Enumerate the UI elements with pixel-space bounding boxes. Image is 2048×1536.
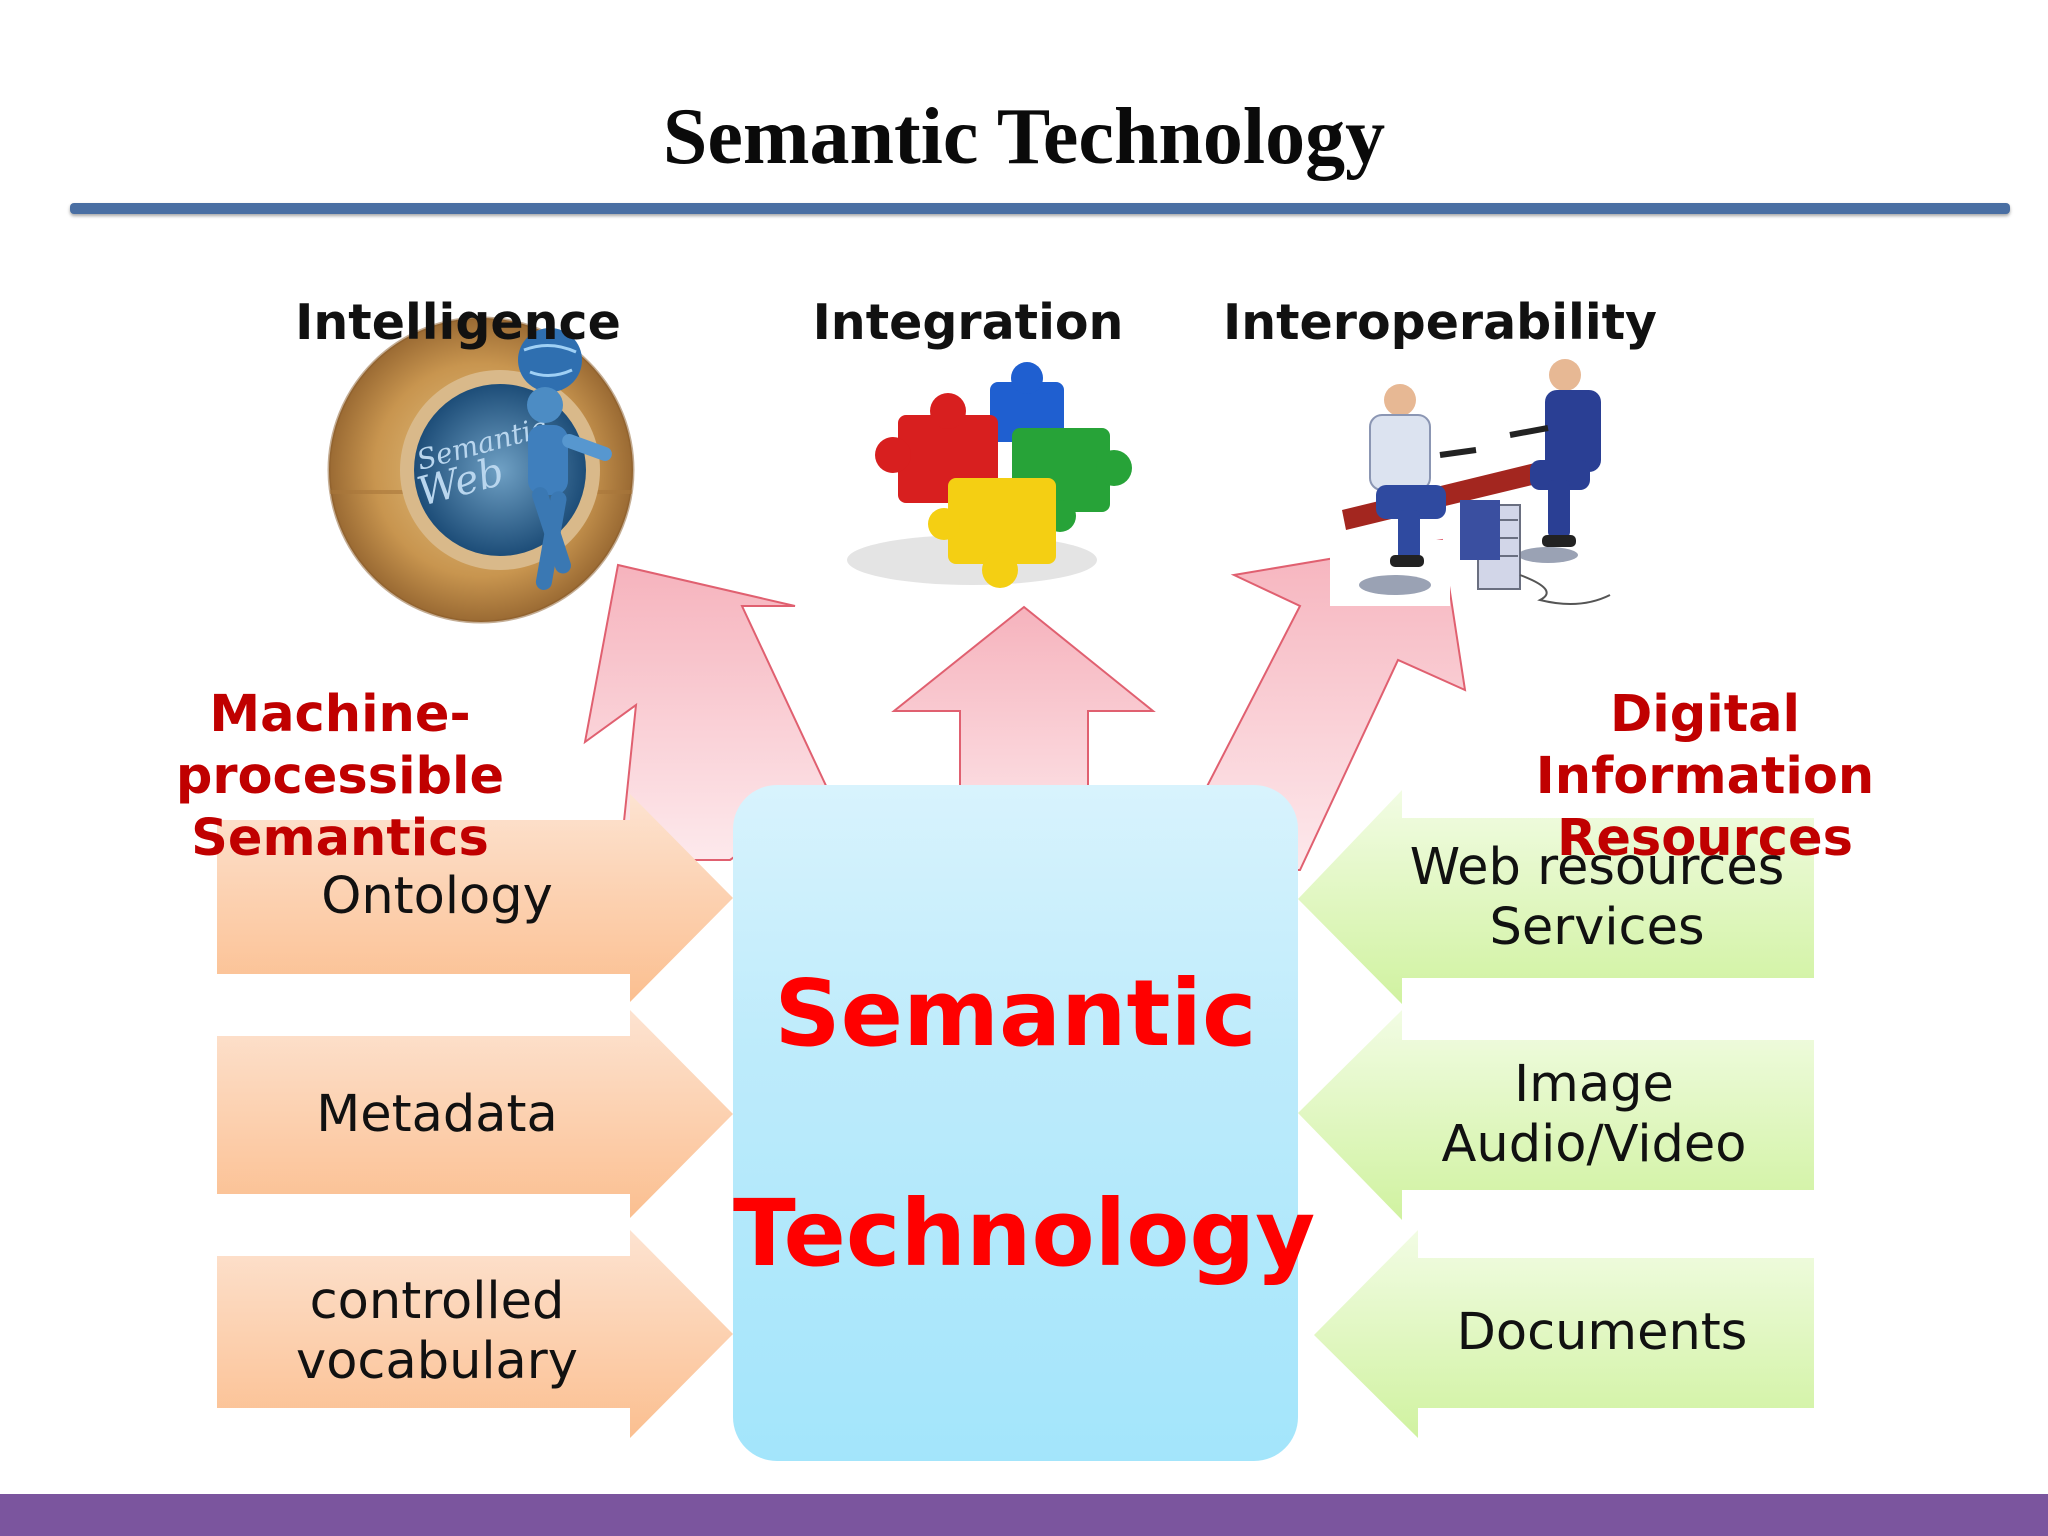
right-arrow-image-audio-video: Image Audio/Video [1374,1040,1814,1190]
arrow-label-line: vocabulary [296,1332,578,1391]
benefit-intelligence: Intelligence [295,294,621,351]
semantic-web-robot-image: Semantic Web [327,316,635,624]
left-arrow-2-shape [217,1010,733,1218]
right-heading-line2: Information Resources [1535,747,1875,868]
left-arrow-3-shape [217,1230,733,1438]
puzzle-pieces-image [847,362,1132,588]
businessmen-seesaw-image [1330,359,1611,606]
left-arrow-ontology: Ontology [217,820,657,974]
arrow-label-line: Services [1489,898,1705,957]
right-heading-line1: Digital [1609,685,1801,744]
right-arrow-documents: Documents [1382,1258,1822,1408]
right-group-heading: Digital Information Resources [1380,684,2030,870]
right-arrow-3-shape [1314,1230,1814,1438]
left-arrow-metadata: Metadata [217,1036,657,1194]
arrow-label-line: Ontology [321,867,553,926]
arrow-label-line: Audio/Video [1441,1115,1747,1174]
core-box [733,785,1298,1461]
benefit-interoperability: Interoperability [1223,294,1657,351]
benefit-integration: Integration [812,294,1124,351]
left-arrow-1-shape [217,794,733,1002]
arrow-label-line: Documents [1456,1303,1748,1362]
left-heading-line2: Semantics [191,809,489,868]
arrow-label-line: Metadata [316,1085,558,1144]
title-rule [70,203,2010,214]
right-arrow-2-shape [1298,1010,1814,1220]
slide-title: Semantic Technology [662,93,1386,181]
core-word-semantic: Semantic [774,960,1257,1067]
left-heading-line1: Machine-processible [175,685,505,806]
core-word-technology: Technology [733,1180,1316,1287]
right-arrow-1-shape [1298,790,1814,1004]
left-arrow-controlled-vocabulary: controlled vocabulary [217,1256,657,1408]
right-arrow-web-resources: Web resources Services [1377,818,1817,978]
arrow-label-line: Image [1514,1055,1674,1114]
arrow-label-line: controlled [309,1272,565,1331]
left-group-heading: Machine-processible Semantics [60,684,620,870]
arrow-label-line: Web resources [1409,838,1785,897]
footer-bar [0,1494,2048,1536]
